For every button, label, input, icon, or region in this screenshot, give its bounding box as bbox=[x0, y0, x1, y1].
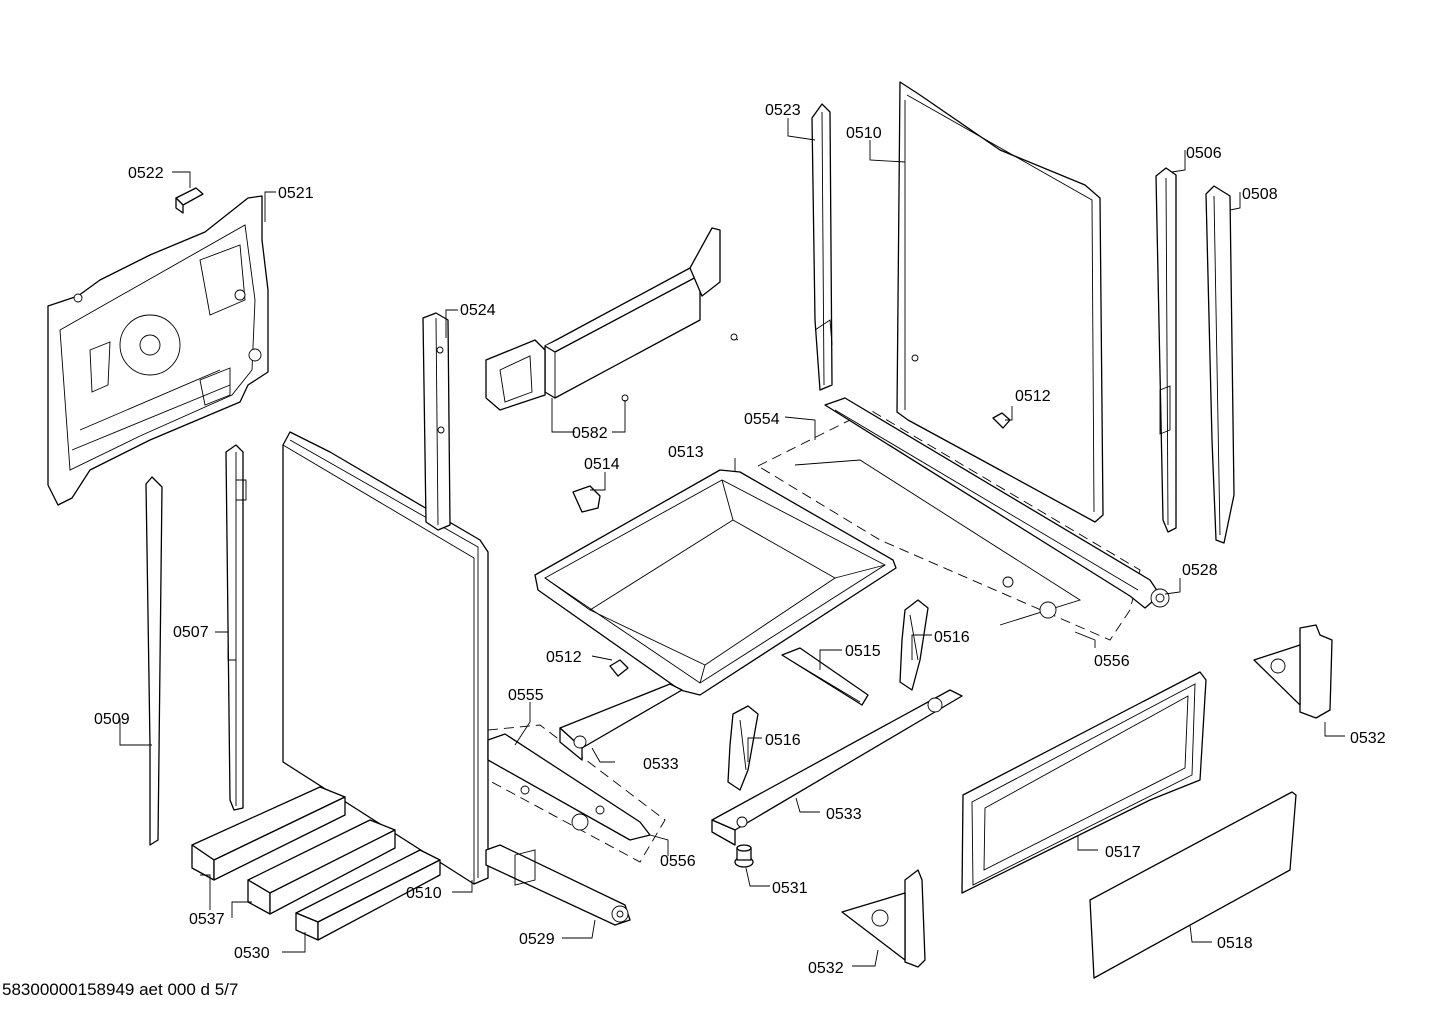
callout-0510-top: 0510 bbox=[846, 125, 882, 142]
side-panel-right bbox=[896, 81, 1104, 523]
callout-0518: 0518 bbox=[1217, 935, 1253, 952]
clip-part bbox=[175, 187, 204, 214]
lower-runner-0529 bbox=[485, 844, 631, 926]
callout-0556-bottom: 0556 bbox=[660, 853, 696, 870]
support-rail-left bbox=[559, 683, 683, 761]
vertical-rail-0507 bbox=[225, 444, 247, 811]
callout-0513: 0513 bbox=[668, 444, 704, 461]
hinge-bracket-upper bbox=[899, 599, 929, 691]
callout-0523: 0523 bbox=[765, 102, 801, 119]
callout-0510-bottom: 0510 bbox=[406, 885, 442, 902]
base-plate-upper bbox=[757, 397, 1170, 641]
callout-0515: 0515 bbox=[845, 643, 881, 660]
oven-tray bbox=[534, 469, 897, 696]
callout-0522: 0522 bbox=[128, 165, 164, 182]
callout-0533-right: 0533 bbox=[826, 806, 862, 823]
callout-labels: 0522 0521 0524 0582 0523 0510 0506 0508 … bbox=[94, 102, 1386, 977]
callout-0517: 0517 bbox=[1105, 844, 1141, 861]
callout-0508: 0508 bbox=[1242, 186, 1278, 203]
control-channel bbox=[485, 227, 739, 411]
door-glass-panel bbox=[1089, 791, 1297, 979]
callout-0533-left: 0533 bbox=[643, 756, 679, 773]
callout-0507: 0507 bbox=[173, 624, 209, 641]
clip-0512-lower bbox=[609, 659, 629, 677]
callout-0529: 0529 bbox=[519, 931, 555, 948]
callout-0532-bottom: 0532 bbox=[808, 960, 844, 977]
vertical-rail-0508 bbox=[1205, 185, 1235, 544]
vertical-rail-0523 bbox=[811, 103, 833, 391]
callout-0524: 0524 bbox=[460, 302, 496, 319]
callout-0556-right: 0556 bbox=[1094, 653, 1130, 670]
side-panel-left bbox=[282, 431, 489, 885]
leader-lines bbox=[119, 118, 1345, 967]
callout-0582: 0582 bbox=[572, 425, 608, 442]
callout-0528: 0528 bbox=[1182, 562, 1218, 579]
callout-0514: 0514 bbox=[584, 456, 620, 473]
vertical-rail-0524 bbox=[422, 312, 451, 531]
callout-0530: 0530 bbox=[234, 945, 270, 962]
support-rail-0515 bbox=[781, 647, 869, 706]
callout-0516-upper: 0516 bbox=[934, 629, 970, 646]
corner-bracket-right bbox=[1253, 624, 1333, 719]
callout-0554: 0554 bbox=[744, 411, 780, 428]
support-rail-right bbox=[711, 689, 963, 846]
vertical-rail-0506 bbox=[1155, 167, 1177, 533]
callout-0537: 0537 bbox=[189, 911, 225, 928]
callout-0512-top: 0512 bbox=[1015, 388, 1051, 405]
callout-0516-lower: 0516 bbox=[765, 732, 801, 749]
corner-bracket-bottom bbox=[841, 869, 926, 968]
callout-0532-right: 0532 bbox=[1350, 730, 1386, 747]
bottom-frame-rails bbox=[191, 786, 441, 941]
strip-0509 bbox=[145, 476, 163, 846]
callout-0512-mid: 0512 bbox=[546, 649, 582, 666]
callout-0509: 0509 bbox=[94, 711, 130, 728]
bracket-0514 bbox=[572, 485, 601, 513]
door-frame bbox=[961, 671, 1207, 894]
callout-0521: 0521 bbox=[278, 185, 314, 202]
hinge-bracket-lower bbox=[727, 705, 759, 791]
callout-0531: 0531 bbox=[772, 880, 808, 897]
document-id: 58300000158949 aet 000 d 5/7 bbox=[2, 980, 239, 999]
adjustable-foot bbox=[734, 844, 754, 868]
callout-0506: 0506 bbox=[1186, 145, 1222, 162]
callout-0555: 0555 bbox=[508, 687, 544, 704]
back-panel bbox=[47, 195, 269, 506]
